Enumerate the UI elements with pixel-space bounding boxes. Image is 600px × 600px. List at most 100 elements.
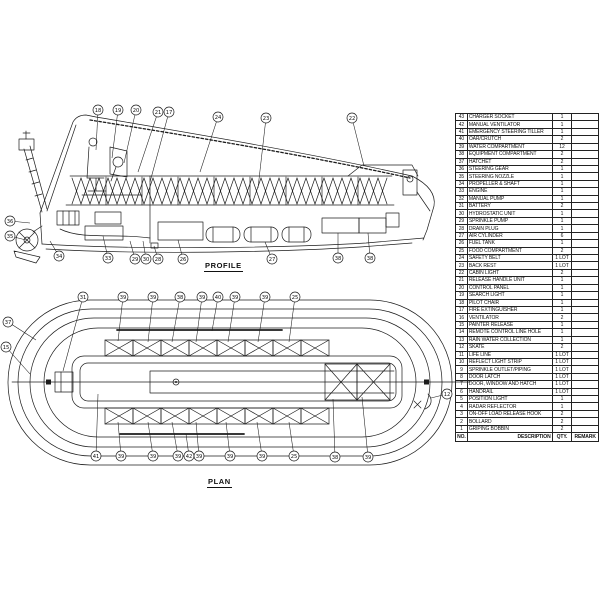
pump-box xyxy=(94,211,122,225)
wheel-column xyxy=(110,166,117,182)
callout-number: 20 xyxy=(133,108,140,114)
cell-no: 22 xyxy=(456,269,468,277)
callout-number: 26 xyxy=(180,257,187,263)
callout-bubble xyxy=(260,112,272,124)
cell-qty: 1 xyxy=(553,277,573,284)
air-cylinder-2 xyxy=(243,226,279,243)
cell-remark xyxy=(572,136,598,142)
cell-qty: 1 LOT xyxy=(553,262,573,269)
callout-number: 39 xyxy=(262,295,269,301)
cell-no: 40 xyxy=(456,136,468,143)
callout-bubble xyxy=(224,450,236,462)
cell-remark xyxy=(572,300,598,306)
callout-number: 25 xyxy=(291,454,298,460)
cell-qty: 2 xyxy=(553,344,573,351)
reflect-strip xyxy=(89,119,411,179)
cell-description: CABIN LIGHT xyxy=(468,269,553,277)
cell-no: 5 xyxy=(456,396,468,403)
cell-remark xyxy=(572,322,598,328)
cell-qty: 1 LOT xyxy=(553,255,573,262)
callout-bubble xyxy=(172,450,184,462)
callout-bubble xyxy=(53,250,65,262)
propeller-hub xyxy=(23,236,31,244)
cell-no: 19 xyxy=(456,292,468,299)
cell-remark xyxy=(572,159,598,165)
cell-remark xyxy=(572,314,598,320)
callout-bubble xyxy=(364,252,376,264)
callout-number: 29 xyxy=(132,257,139,263)
callout-bubble xyxy=(112,104,124,116)
cell-description: ON-OFF LOAD RELEASE HOOK xyxy=(468,410,553,418)
callout-number: 31 xyxy=(80,295,87,301)
cell-qty: 12 xyxy=(553,143,573,151)
callout-bubble xyxy=(289,291,301,303)
cell-description: RELEASE HANDLE UNIT xyxy=(468,277,553,284)
callout-bubble xyxy=(441,388,453,400)
callout-bubble xyxy=(288,450,300,462)
callout-bubble xyxy=(2,316,14,328)
steering-gear xyxy=(23,145,48,213)
callout-number: 24 xyxy=(215,115,222,121)
cell-no: 17 xyxy=(456,306,468,314)
cell-remark xyxy=(572,210,598,216)
cell-remark xyxy=(572,166,598,172)
steering-mast xyxy=(22,130,31,140)
cell-description: PAINTER RELEASE xyxy=(468,321,553,329)
callout-bubble xyxy=(332,252,344,264)
cell-description: HYDROSTATIC UNIT xyxy=(468,210,553,217)
cell-no: 41 xyxy=(456,128,468,136)
pilot-chair xyxy=(86,146,107,192)
profile-bow xyxy=(411,175,435,241)
cell-no: 24 xyxy=(456,255,468,262)
cell-remark xyxy=(572,307,598,313)
cell-no: 15 xyxy=(456,321,468,329)
cell-qty: 1 xyxy=(553,292,573,299)
callout-number: 39 xyxy=(150,454,157,460)
callout-number: 38 xyxy=(367,256,374,262)
water-compartment-cells xyxy=(104,339,391,425)
steering-wheel xyxy=(112,156,124,168)
callout-bubble xyxy=(130,104,142,116)
cell-no: 11 xyxy=(456,351,468,358)
callout-number: 36 xyxy=(7,219,14,225)
cell-description: RADAR REFLECTOR xyxy=(468,403,553,410)
cell-description: PROPELLER & SHAFT xyxy=(468,180,553,188)
callout-bubble xyxy=(196,291,208,303)
cell-no: 42 xyxy=(456,121,468,128)
callout-number: 28 xyxy=(155,257,162,263)
cell-description: POSITION LIGHT xyxy=(468,396,553,403)
cell-remark xyxy=(572,344,598,350)
callout-bubble xyxy=(346,112,358,124)
cell-description: SPRINKLE PUMP xyxy=(468,217,553,225)
cell-qty: 1 LOT xyxy=(553,358,573,366)
callout-number: 39 xyxy=(199,295,206,301)
callout-bubble xyxy=(129,253,141,265)
callout-number: 25 xyxy=(292,295,299,301)
callout-bubble xyxy=(362,451,374,463)
cell-remark xyxy=(572,218,598,224)
callout-number: 39 xyxy=(150,295,157,301)
cell-qty: 2 xyxy=(553,151,573,158)
cell-qty: 2 xyxy=(553,269,573,277)
cell-no: 35 xyxy=(456,173,468,180)
callout-bubble xyxy=(193,450,205,462)
cell-description: CONTROL PANEL xyxy=(468,284,553,292)
keel-line xyxy=(45,242,413,253)
pilot-chair-headrest xyxy=(88,137,98,147)
cell-qty: 1 LOT xyxy=(553,366,573,373)
callout-number: 41 xyxy=(93,454,100,460)
